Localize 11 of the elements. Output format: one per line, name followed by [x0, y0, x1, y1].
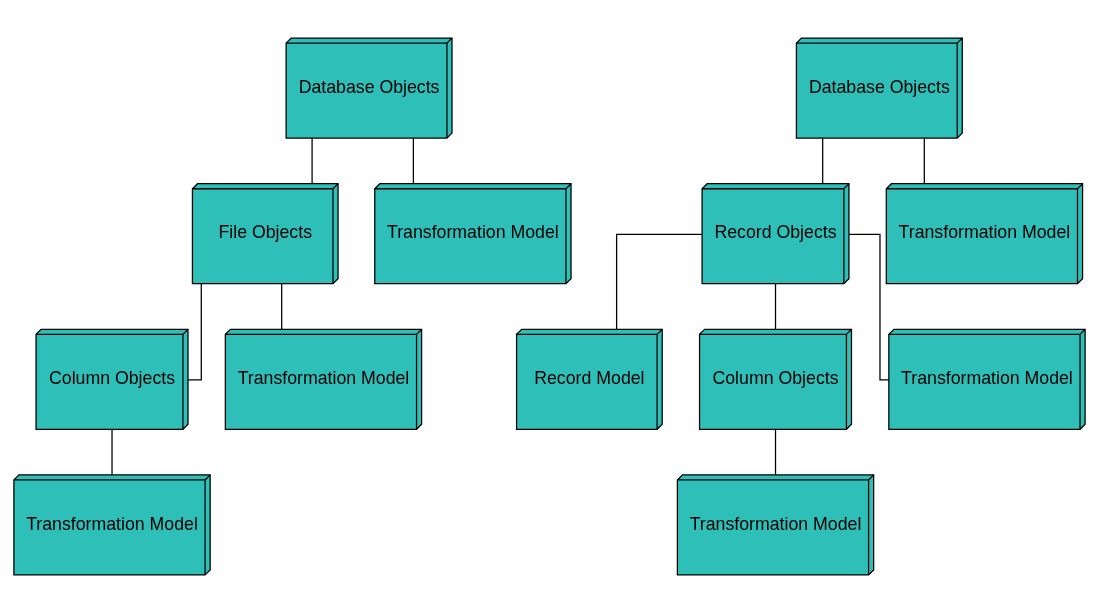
- connector: [187, 283, 202, 381]
- connector: [311, 137, 313, 185]
- connector: [822, 137, 824, 185]
- connector: [848, 233, 890, 381]
- connector: [923, 137, 925, 185]
- connector: [615, 233, 703, 330]
- connector: [774, 428, 777, 476]
- connector: [774, 283, 777, 330]
- connector: [111, 428, 113, 476]
- connector: [412, 137, 414, 185]
- connector: [281, 283, 283, 330]
